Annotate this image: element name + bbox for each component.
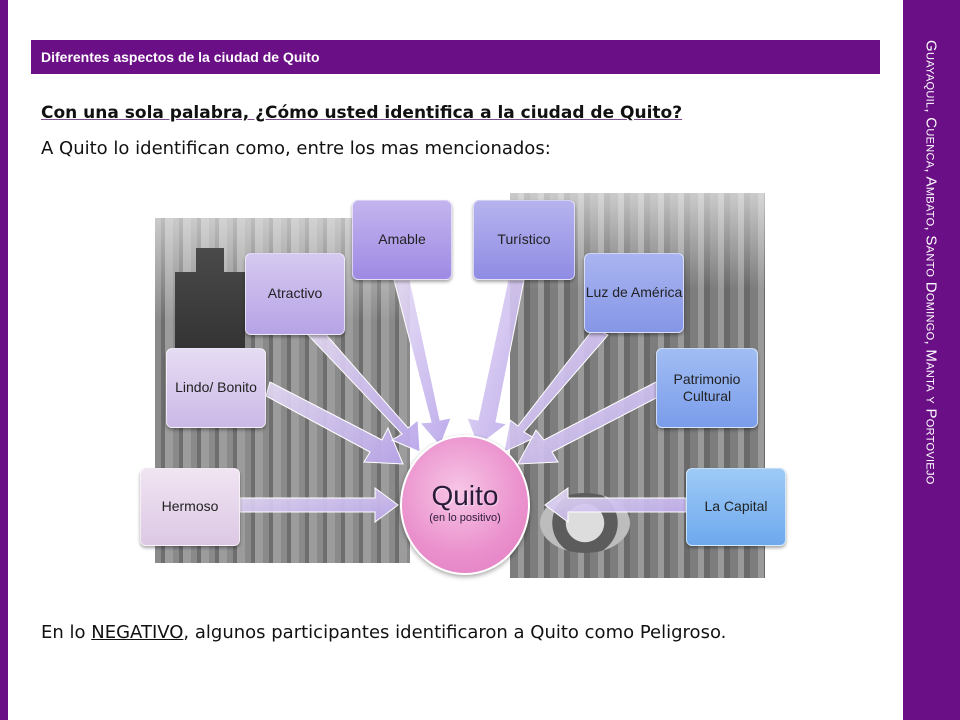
node-hermoso: Hermoso	[140, 468, 240, 546]
center-node-quito: Quito (en lo positivo)	[400, 435, 530, 575]
arrow-luz	[503, 327, 609, 453]
center-subtitle: (en lo positivo)	[429, 512, 501, 524]
negative-before: En lo	[41, 622, 92, 643]
right-side-band	[903, 0, 960, 720]
left-accent-bar	[0, 0, 8, 720]
node-atractivo: Atractivo	[245, 253, 345, 335]
negative-word: NEGATIVO	[91, 622, 184, 643]
node-lindo-bonito: Lindo/ Bonito	[166, 348, 266, 428]
node-patrimonio-cultural: Patrimonio Cultural	[656, 348, 758, 428]
arrow-atractivo	[307, 329, 421, 453]
negative-after: , algunos participantes identificaron a …	[183, 622, 727, 643]
intro-text: A Quito lo identifican como, entre los m…	[41, 138, 551, 159]
negative-text: En lo NEGATIVO, algunos participantes id…	[41, 622, 726, 643]
arrow-capital	[544, 487, 687, 523]
node-la-capital: La Capital	[686, 468, 786, 546]
side-title: Guayaquil, Cuenca, Ambato, Santo Domingo…	[922, 40, 940, 485]
node-amable: Amable	[352, 200, 452, 280]
question-text: Con una sola palabra, ¿Cómo usted identi…	[41, 103, 683, 123]
header-band: Diferentes aspectos de la ciudad de Quit…	[31, 40, 880, 74]
arrow-hermoso	[239, 487, 399, 523]
node-luz-de-america: Luz de América	[584, 253, 684, 333]
arrow-amable	[393, 279, 452, 447]
node-turistico: Turístico	[473, 200, 575, 280]
arrow-patrimonio	[517, 381, 661, 465]
arrow-lindo	[265, 381, 404, 465]
arrow-turistico	[466, 279, 525, 447]
center-title: Quito	[431, 480, 499, 511]
header-title: Diferentes aspectos de la ciudad de Quit…	[41, 49, 320, 65]
